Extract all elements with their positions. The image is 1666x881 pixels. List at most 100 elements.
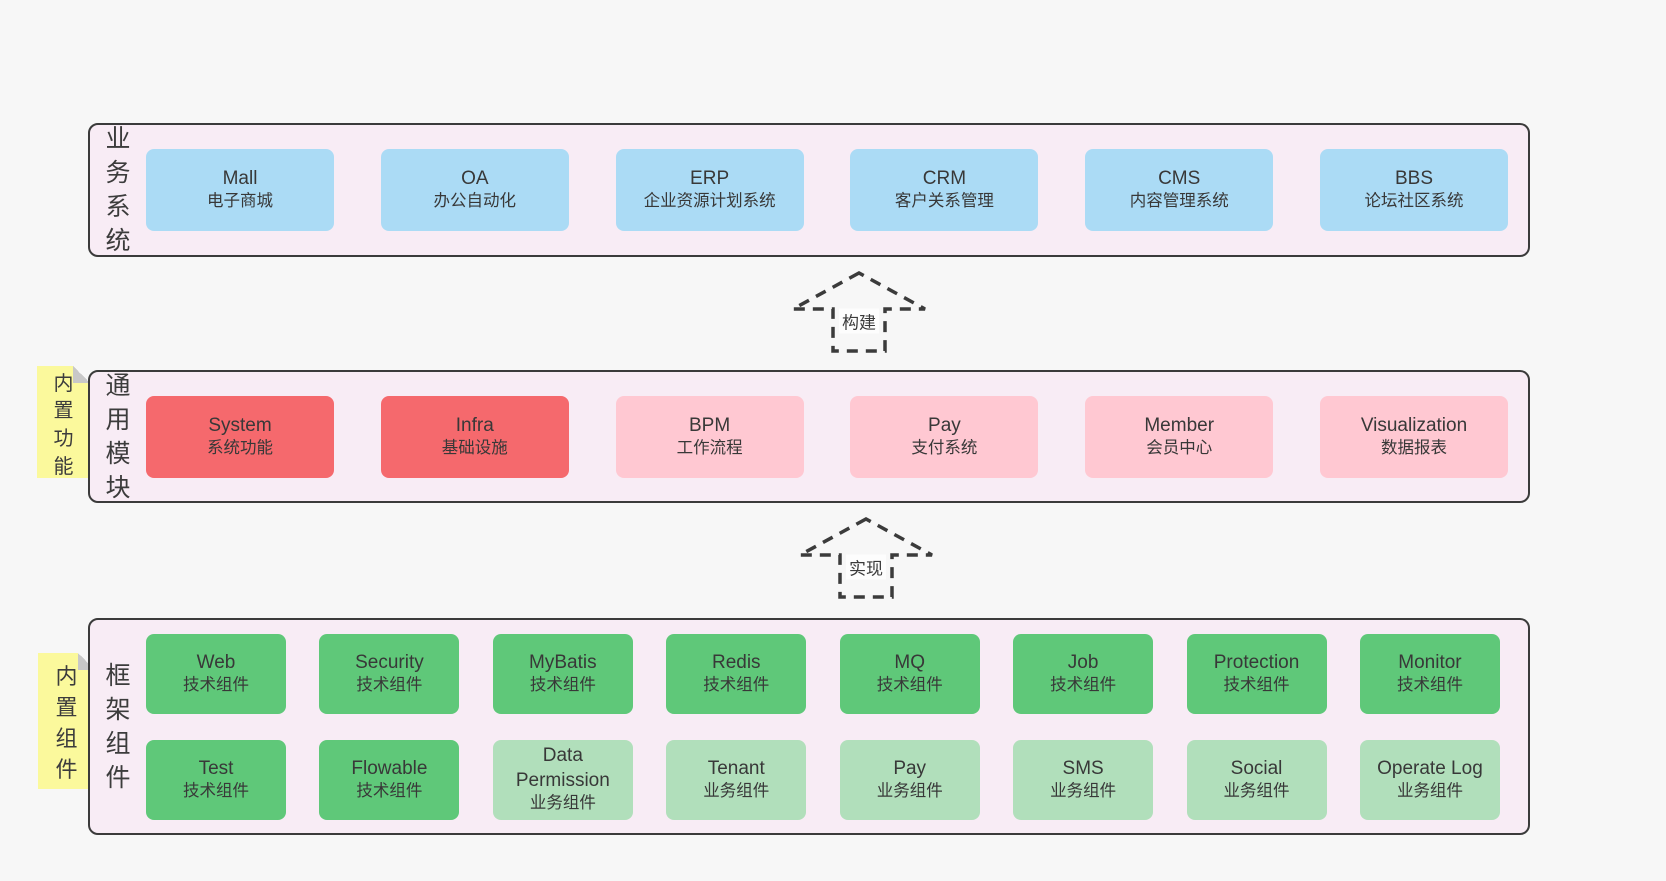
module-name: Security <box>355 651 424 673</box>
module-description: 技术组件 <box>356 781 423 800</box>
module-description: 客户关系管理 <box>894 192 994 211</box>
box-infra: Infra 基础设施 <box>380 395 569 478</box>
module-name: BPM <box>689 414 731 436</box>
box-social: Social 业务组件 <box>1186 739 1327 820</box>
module-description: 办公自动化 <box>433 192 517 211</box>
box-crm: CRM 客户关系管理 <box>850 149 1039 231</box>
tab-builtin-features-label: 内置功能 <box>53 372 74 478</box>
box-test: Test 技术组件 <box>146 739 286 820</box>
module-description: 支付系统 <box>911 438 978 457</box>
module-description: 内容管理系统 <box>1129 192 1229 211</box>
module-name: OA <box>461 168 489 190</box>
tab-builtin-features: 内置功能 <box>37 366 90 478</box>
layer-framework-components-label: 框架组件 <box>105 661 131 792</box>
module-description: 技术组件 <box>703 675 770 694</box>
module-description: 业务组件 <box>876 781 943 800</box>
dashed-up-arrow-icon <box>792 271 926 353</box>
layer-label-column: 业务系统 <box>90 125 146 255</box>
box-sms: SMS 业务组件 <box>1013 739 1154 820</box>
layer-label-column: 框架组件 <box>90 620 146 833</box>
arrow-build-label: 构建 <box>839 308 879 334</box>
module-name: Redis <box>711 651 761 673</box>
box-protection: Protection 技术组件 <box>1186 633 1327 714</box>
module-description: 业务组件 <box>529 794 596 813</box>
arrow-build: 构建 <box>788 270 930 354</box>
framework-row-1: Web 技术组件 Security 技术组件 MyBatis 技术组件 <box>146 633 1500 714</box>
business-system-boxes: Mall 电子商城 OA 办公自动化 ERP 企业资源计划系统 CRM 客户关系… <box>146 125 1528 255</box>
box-member: Member 会员中心 <box>1085 395 1274 478</box>
module-name: Flowable <box>351 757 428 779</box>
module-description: 业务组件 <box>703 781 770 800</box>
box-mall: Mall 电子商城 <box>146 149 334 231</box>
module-name: Web <box>196 651 236 673</box>
module-description: 业务组件 <box>1396 781 1463 800</box>
module-name: Visualization <box>1360 414 1468 436</box>
module-description: 技术组件 <box>183 781 249 800</box>
box-monitor: Monitor 技术组件 <box>1359 633 1500 714</box>
box-flowable: Flowable 技术组件 <box>319 739 460 820</box>
layer-business-systems-label: 业务系统 <box>105 125 131 255</box>
module-name: Pay <box>928 414 961 436</box>
box-cms: CMS 内容管理系统 <box>1085 149 1274 231</box>
module-name: BBS <box>1394 168 1433 190</box>
layer-common-modules-label: 通用模块 <box>105 371 131 502</box>
module-name: ERP <box>690 168 730 190</box>
module-name: CMS <box>1158 168 1201 190</box>
module-name: MQ <box>894 651 925 673</box>
module-name: MyBatis <box>529 651 597 673</box>
module-description: 技术组件 <box>876 675 943 694</box>
layer-business-systems: 业务系统 Mall 电子商城 OA 办公自动化 ERP 企业资源计划系统 <box>88 123 1530 257</box>
box-web: Web 技术组件 <box>146 633 286 714</box>
layer-label-column: 通用模块 <box>90 372 146 502</box>
folded-corner-icon <box>73 366 90 383</box>
arrow-implement: 实现 <box>795 516 937 600</box>
module-name: Pay <box>893 757 927 779</box>
module-description: 工作流程 <box>676 438 743 457</box>
arrow-outline <box>799 517 933 599</box>
box-tenant: Tenant 业务组件 <box>666 739 807 820</box>
module-name: Monitor <box>1398 651 1462 673</box>
module-name: Mall <box>222 168 258 190</box>
arrow-outline <box>792 271 926 353</box>
box-oa: OA 办公自动化 <box>380 149 569 231</box>
layer-common-modules: 通用模块 System 系统功能 Infra 基础设施 BPM 工作流程 <box>88 370 1530 503</box>
box-operate-log: Operate Log 业务组件 <box>1359 739 1500 820</box>
box-system: System 系统功能 <box>146 395 334 478</box>
module-name: Infra <box>455 414 494 436</box>
framework-row-2: Test 技术组件 Flowable 技术组件 Data Permission … <box>146 739 1500 820</box>
module-name: Protection <box>1213 651 1300 673</box>
module-description: 技术组件 <box>529 675 596 694</box>
box-bbs: BBS 论坛社区系统 <box>1319 149 1508 231</box>
module-description: 会员中心 <box>1146 438 1213 457</box>
module-name: Data Permission <box>515 745 610 791</box>
arrow-implement-label: 实现 <box>846 554 886 580</box>
module-description: 业务组件 <box>1223 781 1290 800</box>
module-name: Operate Log <box>1377 757 1483 779</box>
box-data-permission: Data Permission 业务组件 <box>492 739 633 820</box>
dashed-up-arrow-icon <box>799 517 933 599</box>
module-description: 技术组件 <box>1223 675 1290 694</box>
layer-framework-components: 框架组件 Web 技术组件 Security 技术组件 MyBati <box>88 618 1530 835</box>
module-description: 基础设施 <box>441 438 508 457</box>
framework-component-rows: Web 技术组件 Security 技术组件 MyBatis 技术组件 <box>146 620 1528 833</box>
module-description: 论坛社区系统 <box>1364 192 1464 211</box>
module-description: 技术组件 <box>1050 675 1117 694</box>
box-security: Security 技术组件 <box>319 633 460 714</box>
module-description: 业务组件 <box>1050 781 1117 800</box>
module-description: 技术组件 <box>1396 675 1463 694</box>
module-description: 企业资源计划系统 <box>643 192 776 211</box>
tab-builtin-components-label: 内置组件 <box>55 664 78 782</box>
module-name: Tenant <box>707 757 765 779</box>
module-description: 系统功能 <box>207 438 273 457</box>
box-mq: MQ 技术组件 <box>839 633 980 714</box>
module-description: 数据报表 <box>1380 438 1447 457</box>
tab-builtin-components: 内置组件 <box>38 653 95 789</box>
module-name: CRM <box>922 168 967 190</box>
box-mybatis: MyBatis 技术组件 <box>492 633 633 714</box>
module-name: Test <box>198 757 234 779</box>
box-erp: ERP 企业资源计划系统 <box>615 149 804 231</box>
module-description: 技术组件 <box>183 675 249 694</box>
box-visualization: Visualization 数据报表 <box>1319 395 1508 478</box>
module-name: System <box>208 414 272 436</box>
